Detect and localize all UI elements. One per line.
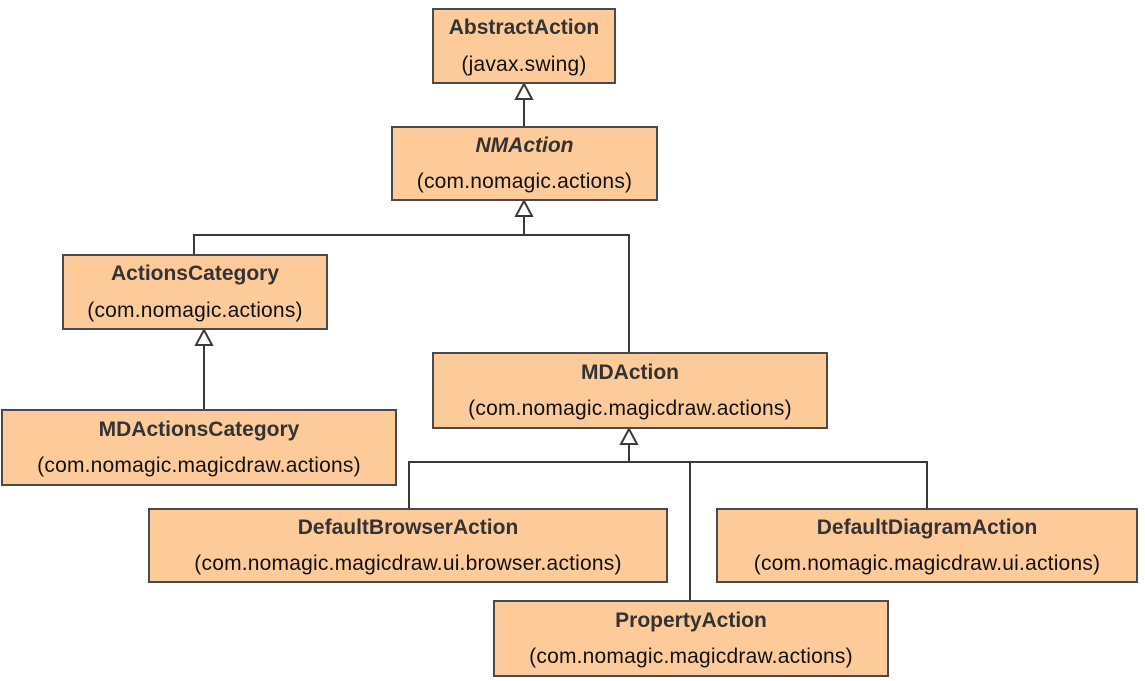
class-name: NMAction — [475, 133, 574, 157]
class-md-action[interactable]: MDAction (com.nomagic.magicdraw.actions) — [432, 352, 828, 429]
class-package: (com.nomagic.actions) — [87, 298, 303, 322]
class-default-diagram-action[interactable]: DefaultDiagramAction (com.nomagic.magicd… — [716, 508, 1138, 583]
generalization-arrowhead — [619, 426, 639, 445]
class-default-browser-action[interactable]: DefaultBrowserAction (com.nomagic.magicd… — [148, 508, 668, 583]
class-name: DefaultDiagramAction — [816, 515, 1038, 539]
generalization-line — [408, 461, 928, 510]
generalization-line — [193, 234, 630, 354]
class-package: (com.nomagic.magicdraw.actions) — [37, 454, 361, 477]
class-name: AbstractAction — [448, 16, 600, 40]
class-name: ActionsCategory — [110, 262, 280, 286]
class-package: (com.nomagic.magicdraw.ui.browser.action… — [194, 552, 622, 575]
generalization-arrowhead — [194, 327, 214, 346]
class-name: PropertyAction — [615, 608, 767, 632]
class-package: (com.nomagic.magicdraw.actions) — [468, 397, 792, 420]
class-name: MDActionsCategory — [98, 417, 300, 441]
class-package: (com.nomagic.magicdraw.actions) — [529, 645, 853, 668]
generalization-arrowhead — [514, 81, 534, 100]
class-nm-action[interactable]: NMAction (com.nomagic.actions) — [391, 126, 658, 201]
class-md-actions-category[interactable]: MDActionsCategory (com.nomagic.magicdraw… — [1, 409, 397, 486]
class-name: MDAction — [581, 360, 679, 384]
class-package: (com.nomagic.actions) — [416, 170, 633, 193]
class-actions-category[interactable]: ActionsCategory (com.nomagic.actions) — [62, 254, 328, 330]
class-name: DefaultBrowserAction — [297, 515, 519, 539]
generalization-arrowhead — [514, 198, 534, 217]
class-abstract-action[interactable]: AbstractAction (javax.swing) — [432, 8, 616, 84]
class-package: (javax.swing) — [461, 52, 587, 76]
class-property-action[interactable]: PropertyAction (com.nomagic.magicdraw.ac… — [493, 600, 889, 677]
class-package: (com.nomagic.magicdraw.ui.actions) — [753, 552, 1101, 575]
